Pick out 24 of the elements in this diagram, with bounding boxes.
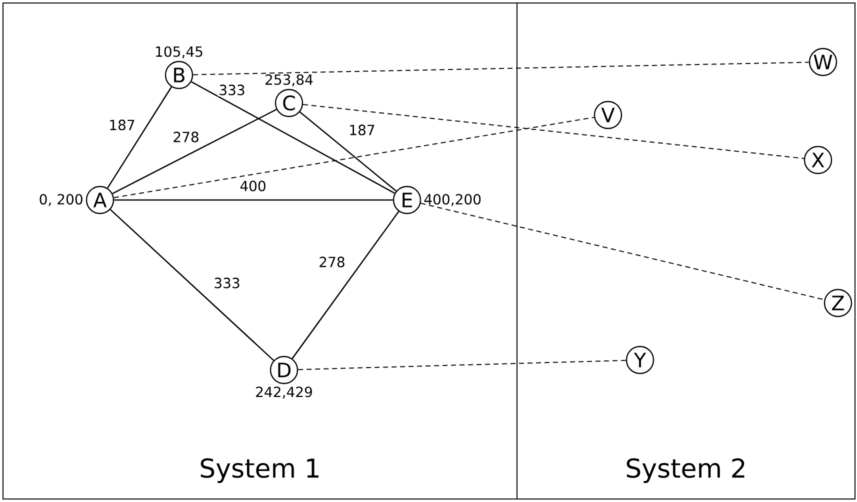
coordinate-label: 400,200 bbox=[424, 194, 481, 206]
edge-label: 278 bbox=[172, 130, 200, 144]
edge-line bbox=[299, 111, 397, 192]
edge-line bbox=[114, 199, 393, 201]
edge-label: 400 bbox=[238, 180, 268, 192]
edge-label: 333 bbox=[212, 276, 242, 290]
coordinate-label: 242,429 bbox=[256, 386, 312, 399]
edge-label: 278 bbox=[318, 256, 346, 268]
edge-label: 333 bbox=[218, 84, 246, 96]
coordinate-label: 0, 200 bbox=[40, 194, 82, 206]
edge-line bbox=[292, 211, 400, 359]
dashed-line bbox=[302, 104, 804, 159]
edge-line bbox=[112, 108, 277, 194]
edge-label: 187 bbox=[348, 124, 376, 136]
edge-line bbox=[107, 86, 172, 188]
dashed-line bbox=[192, 62, 810, 76]
dashed-line bbox=[298, 360, 626, 370]
edge-line bbox=[110, 209, 274, 361]
dashed-line bbox=[420, 202, 825, 300]
coordinate-label: 253,84 bbox=[266, 74, 313, 86]
dashed-line bbox=[113, 116, 595, 198]
edge-line bbox=[191, 81, 395, 194]
coordinate-label: 105,45 bbox=[156, 46, 202, 58]
edge-label: 187 bbox=[108, 118, 136, 132]
